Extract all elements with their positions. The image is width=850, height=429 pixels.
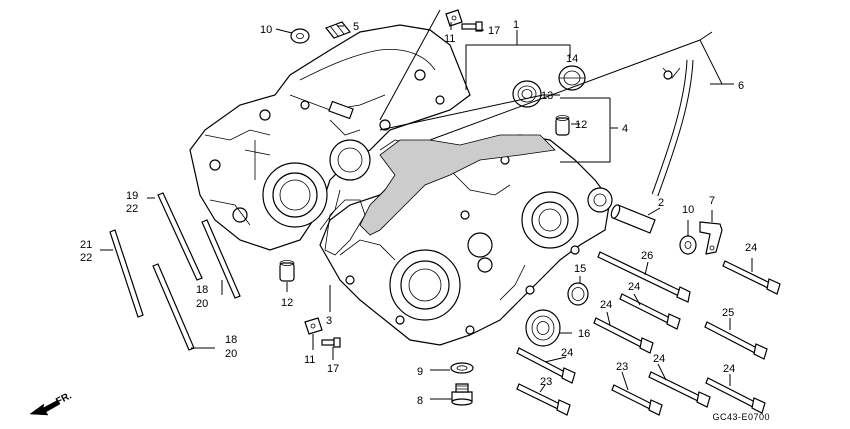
breather-tube-6 [651, 38, 702, 197]
crankcase-right-half [189, 24, 471, 251]
sealing-washer-9 [450, 362, 474, 374]
clamp-11-top [445, 9, 463, 27]
callout-18-upper: 18 [196, 284, 208, 296]
callout-5: 5 [353, 21, 359, 33]
clamp-11-bottom [304, 317, 323, 335]
callout-7: 7 [709, 195, 715, 207]
callout-11-top: 11 [444, 33, 455, 45]
callout-24-f: 24 [723, 363, 735, 375]
collar-2 [610, 204, 656, 234]
callout-13: 13 [541, 90, 553, 102]
callout-24-c: 24 [600, 299, 612, 311]
callout-15: 15 [574, 263, 586, 275]
stud-bolt-21-22 [109, 229, 144, 318]
callout-3: 3 [326, 315, 332, 327]
front-direction-arrow: FR. [29, 390, 74, 416]
bolt-24-c [593, 317, 654, 354]
stud-bolt-18-20-upper [201, 219, 241, 299]
callout-12-lower: 12 [281, 297, 293, 309]
bolt-17-bottom [321, 337, 341, 348]
callout-20-upper: 20 [196, 298, 208, 310]
stud-bolt-18-20-lower [152, 263, 195, 351]
stud-bolt-19-22 [157, 192, 203, 281]
callout-21: 21 [80, 239, 92, 251]
callout-17-bottom: 17 [327, 363, 339, 375]
bearing-14 [558, 65, 586, 91]
diagram-code: GC43-E0700 [712, 412, 770, 422]
callout-11-bottom: 11 [304, 354, 315, 366]
callout-24-b: 24 [628, 281, 640, 293]
bolt-25 [704, 321, 768, 360]
callout-24-e: 24 [653, 353, 665, 365]
bolt-26 [597, 251, 691, 303]
leader-lines [100, 9, 753, 400]
callout-14: 14 [566, 53, 578, 65]
bolt-24-d [516, 347, 576, 384]
collar-5 [325, 21, 351, 39]
callout-16: 16 [578, 328, 590, 340]
dowel-pin-lower [279, 260, 295, 282]
callout-2: 2 [658, 197, 664, 209]
dowel-pin-upper [555, 115, 570, 136]
bearing-13 [512, 80, 542, 108]
washer-10-top [290, 28, 310, 44]
washer-10-right [679, 235, 697, 255]
bolt-24-e [648, 371, 711, 408]
callout-23-a: 23 [540, 376, 552, 388]
callout-17-top: 17 [488, 25, 500, 37]
bolt-24-b [619, 293, 681, 330]
callout-8: 8 [417, 395, 423, 407]
callout-1: 1 [513, 19, 519, 31]
bolt-24-a [722, 260, 781, 295]
callout-19: 19 [126, 190, 138, 202]
callout-22-a: 22 [126, 203, 138, 215]
callout-18-lower: 18 [225, 334, 237, 346]
bolt-24-f [705, 377, 766, 414]
callout-24-a: 24 [745, 242, 757, 254]
direction-label: FR. [54, 390, 74, 407]
bolt-23-a [516, 383, 571, 416]
oil-seal-16 [525, 309, 561, 347]
crankcase-gasket [324, 134, 556, 256]
bolt-17-top [461, 21, 483, 32]
callout-20-lower: 20 [225, 348, 237, 360]
callout-10-right: 10 [682, 204, 694, 216]
callout-4: 4 [622, 123, 628, 135]
callout-10-top: 10 [260, 24, 272, 36]
callout-9: 9 [417, 366, 423, 378]
oil-seal-15 [567, 282, 589, 306]
callout-25: 25 [722, 307, 734, 319]
bracket-7 [699, 221, 723, 255]
callout-23-b: 23 [616, 361, 628, 373]
drain-bolt-8 [451, 383, 473, 406]
bolt-23-b [611, 384, 663, 416]
callout-6: 6 [738, 80, 744, 92]
callout-22-b: 22 [80, 252, 92, 264]
callout-12-upper: 12 [575, 119, 587, 131]
callouts: 10 5 11 17 1 14 13 6 12 4 19 22 21 22 18… [80, 19, 757, 407]
callout-24-d: 24 [561, 347, 573, 359]
callout-26: 26 [641, 250, 653, 262]
